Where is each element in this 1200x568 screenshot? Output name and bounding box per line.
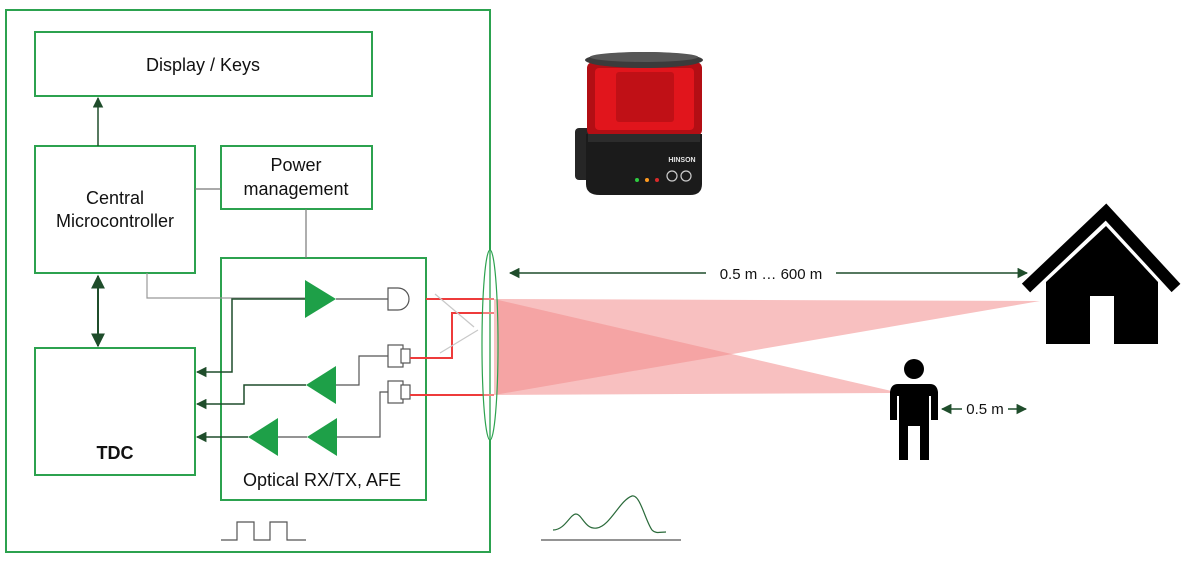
- optical-label: Optical RX/TX, AFE: [243, 470, 401, 490]
- central-label-line2: Microcontroller: [56, 211, 174, 231]
- tdc-label: TDC: [97, 443, 134, 463]
- lidar-device: HINSON: [575, 52, 703, 195]
- central-microcontroller-block: Central Microcontroller: [34, 145, 196, 274]
- power-label-line2: management: [243, 179, 348, 199]
- display-keys-label: Display / Keys: [146, 55, 260, 75]
- rx1-optical-line: [410, 312, 494, 359]
- beam-splitter: [434, 293, 475, 328]
- laser-beam-near: [494, 299, 900, 395]
- tdc-block: TDC: [34, 347, 196, 476]
- receiver-amplifier-3: [248, 418, 278, 456]
- power-label-line1: Power: [270, 155, 321, 175]
- central-label-line1: Central: [86, 188, 144, 208]
- receiver-amplifier-1: [306, 366, 336, 404]
- pulse-waveform: [221, 521, 306, 541]
- house-icon: [1021, 203, 1181, 344]
- person-icon: [890, 359, 938, 460]
- mcu-to-transmitter-line: [146, 273, 305, 299]
- min-distance-label: 0.5 m: [966, 401, 1004, 418]
- range-label: 0.5 m … 600 m: [720, 266, 823, 283]
- rx1-signal: [336, 355, 388, 386]
- beam-splitter-2: [439, 329, 479, 354]
- transmit-amplifier: [305, 280, 336, 318]
- photodiode-2b: [400, 384, 411, 400]
- rx1-to-tdc: [195, 384, 306, 410]
- receiver-amplifier-2: [307, 418, 337, 456]
- optical-lens: [481, 249, 499, 441]
- laser-diode: [387, 287, 410, 311]
- device-brand-label: HINSON: [668, 157, 695, 164]
- module-frame: [5, 9, 491, 553]
- tx-feedback-to-tdc: [195, 298, 305, 378]
- display-keys-block: Display / Keys: [34, 31, 373, 97]
- rx2-signal: [337, 391, 388, 438]
- photodiode-1b: [400, 348, 411, 364]
- echo-waveform: [552, 495, 667, 534]
- power-management-block: Power management: [220, 145, 373, 210]
